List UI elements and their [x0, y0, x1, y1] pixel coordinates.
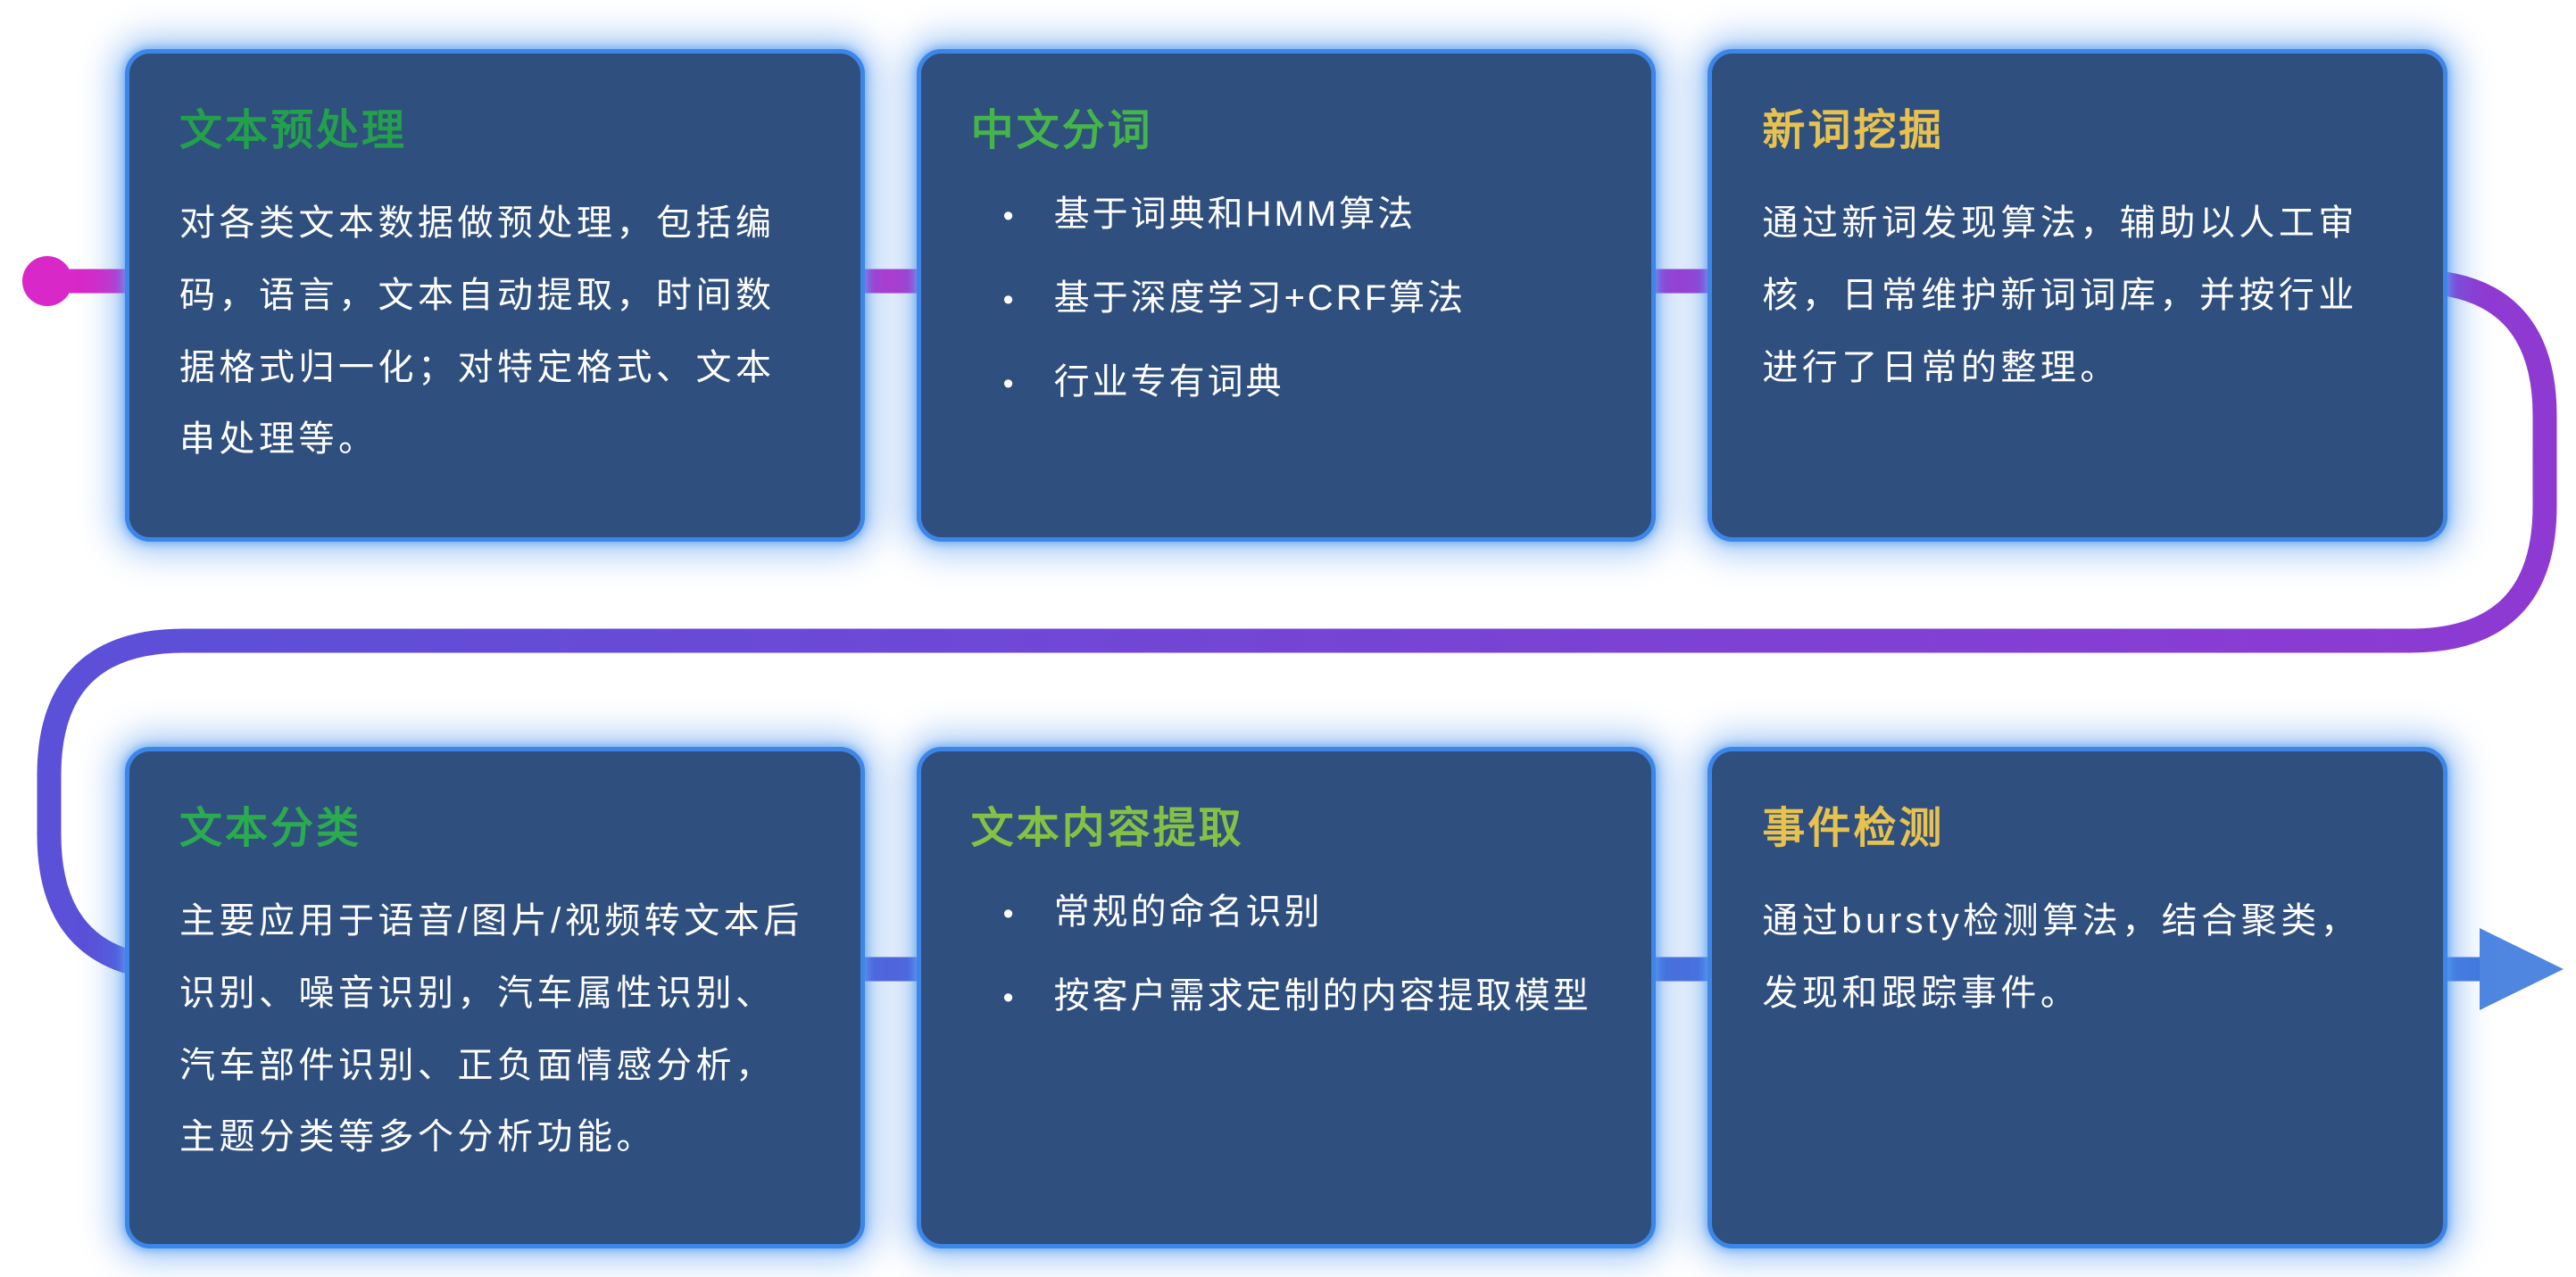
flow-arrowhead-icon [2480, 928, 2564, 1010]
card-new-word-mining: 新词挖掘 通过新词发现算法，辅助以人工审核，日常维护新词词库，并按行业进行了日常… [1708, 49, 2448, 542]
card-chinese-word-segmentation: 中文分词 • 基于词典和HMM算法 • 基于深度学习+CRF算法 • 行业专有词… [916, 49, 1657, 542]
bullet-dot-icon: • [1002, 199, 1017, 233]
card-bullet-list: • 基于词典和HMM算法 • 基于深度学习+CRF算法 • 行业专有词典 [971, 187, 1602, 409]
card-title: 文本内容提取 [970, 805, 1244, 852]
bullet-item: • 基于深度学习+CRF算法 [971, 271, 1602, 325]
card-bullet-list: • 常规的命名识别 • 按客户需求定制的内容提取模型 [971, 885, 1602, 1023]
bullet-item: • 按客户需求定制的内容提取模型 [971, 969, 1602, 1023]
bullet-dot-icon: • [1002, 897, 1017, 931]
card-body: 通过新词发现算法，辅助以人工审核，日常维护新词词库，并按行业进行了日常的整理。 [1762, 203, 2358, 387]
bullet-item: • 行业专有词典 [971, 355, 1602, 409]
bullet-dot-icon: • [1002, 283, 1017, 317]
card-title: 文本预处理 [179, 107, 408, 154]
top-row: 文本预处理 对各类文本数据做预处理，包括编码，语言，文本自动提取，时间数据格式归… [125, 49, 2448, 542]
bullet-item: • 常规的命名识别 [971, 885, 1602, 939]
bottom-row: 文本分类 主要应用于语音/图片/视频转文本后识别、噪音识别，汽车属性识别、汽车部… [125, 747, 2448, 1248]
bullet-item: • 基于词典和HMM算法 [971, 187, 1602, 241]
card-title: 事件检测 [1762, 805, 1945, 852]
bullet-text: 行业专有词典 [1053, 362, 1284, 402]
card-text-content-extraction: 文本内容提取 • 常规的命名识别 • 按客户需求定制的内容提取模型 [916, 747, 1657, 1248]
card-title: 新词挖掘 [1762, 107, 1945, 154]
card-body: 对各类文本数据做预处理，包括编码，语言，文本自动提取，时间数据格式归一化；对特定… [179, 203, 776, 460]
card-title: 文本分类 [179, 805, 362, 852]
flow-start-dot-icon [22, 256, 72, 306]
bullet-text: 基于深度学习+CRF算法 [1053, 278, 1467, 318]
bullet-text: 常规的命名识别 [1053, 892, 1323, 932]
card-body: 通过bursty检测算法，结合聚类，发现和跟踪事件。 [1762, 901, 2361, 1013]
card-text-classification: 文本分类 主要应用于语音/图片/视频转文本后识别、噪音识别，汽车属性识别、汽车部… [125, 747, 865, 1248]
card-body: 主要应用于语音/图片/视频转文本后识别、噪音识别，汽车属性识别、汽车部件识别、正… [179, 901, 803, 1157]
card-title: 中文分词 [970, 107, 1153, 154]
bullet-text: 按客户需求定制的内容提取模型 [1053, 976, 1591, 1016]
card-text-preprocessing: 文本预处理 对各类文本数据做预处理，包括编码，语言，文本自动提取，时间数据格式归… [125, 49, 865, 542]
flow-segment-middle [37, 451, 2557, 817]
bullet-dot-icon: • [1002, 981, 1017, 1015]
bullet-text: 基于词典和HMM算法 [1053, 195, 1417, 234]
card-event-detection: 事件检测 通过bursty检测算法，结合聚类，发现和跟踪事件。 [1708, 747, 2448, 1248]
bullet-dot-icon: • [1002, 367, 1017, 401]
